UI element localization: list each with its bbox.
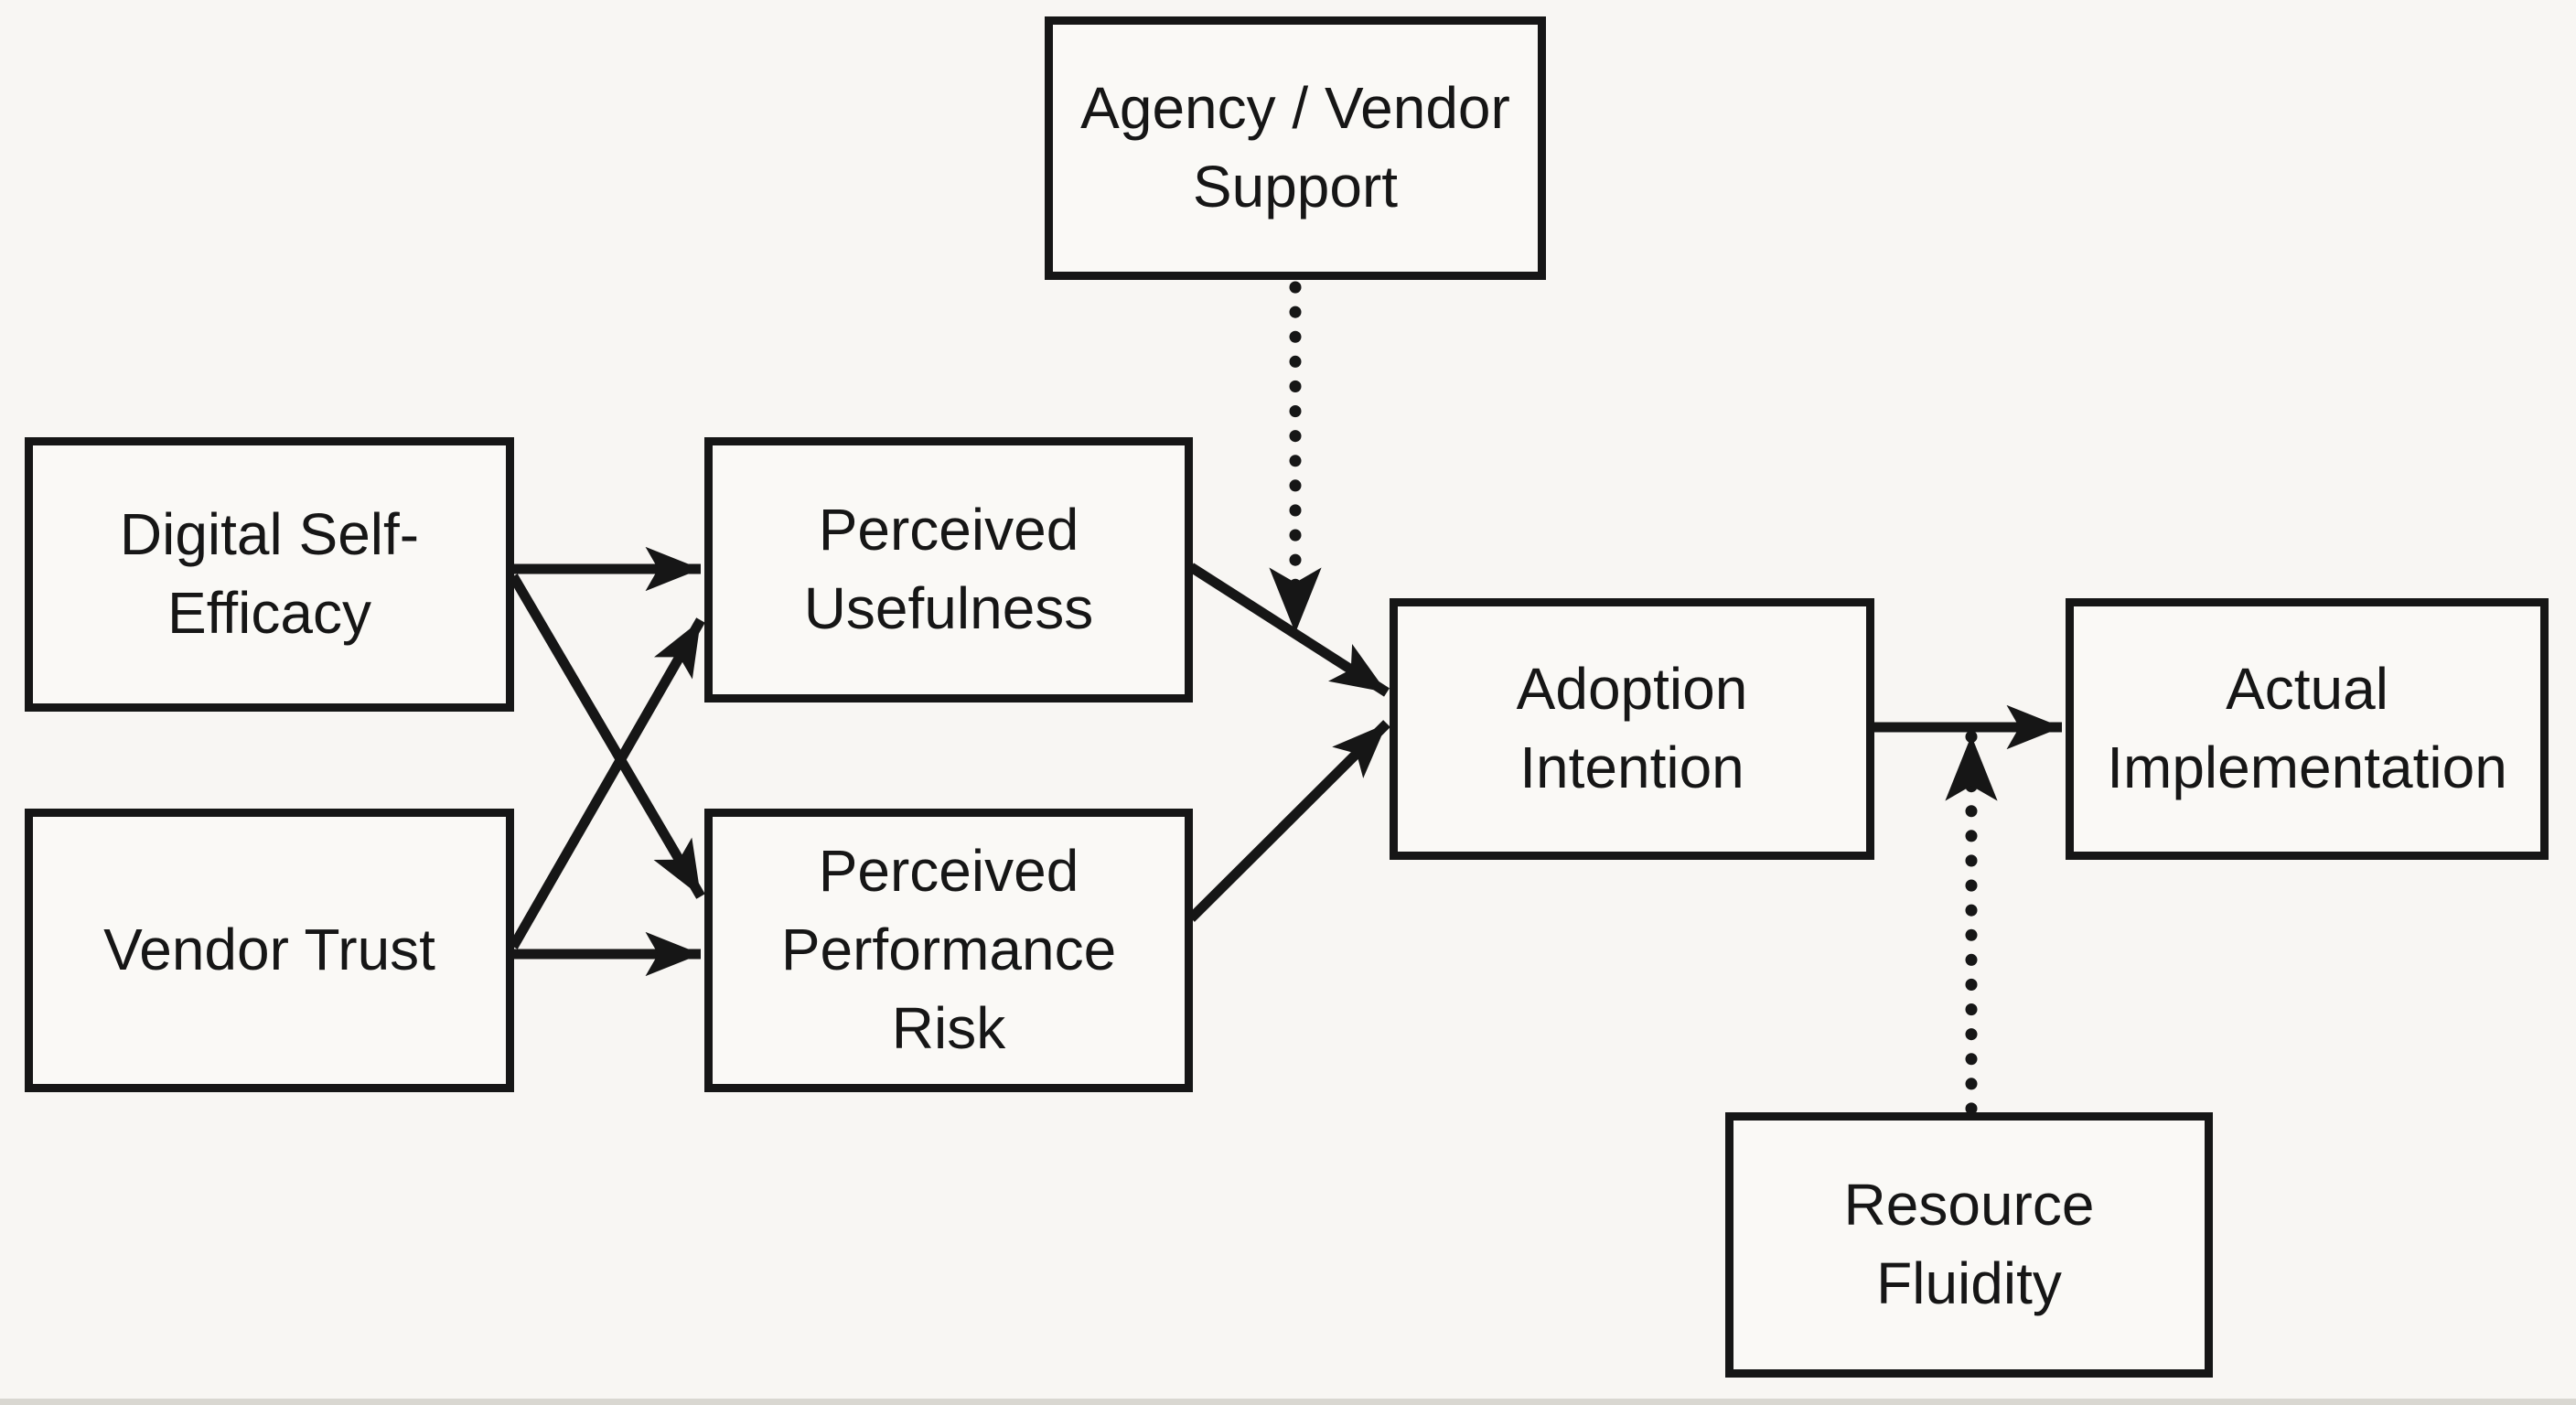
- node-label: Resource Fluidity: [1843, 1172, 2095, 1316]
- bottom-edge-line: [0, 1399, 2576, 1405]
- node-label: Vendor Trust: [103, 917, 435, 983]
- node-perceived-usefulness: Perceived Usefulness: [704, 437, 1193, 702]
- node-label: Perceived Usefulness: [803, 497, 1094, 641]
- node-digital-self-efficacy: Digital Self-Efficacy: [25, 437, 514, 712]
- node-actual-implementation: Actual Implementation: [2066, 598, 2549, 860]
- edge-digital-self-efficacy-to-perceived-performance-risk: [509, 574, 705, 899]
- edge-perceived-usefulness-to-adoption-intention: [1188, 563, 1390, 697]
- node-vendor-trust: Vendor Trust: [25, 809, 514, 1092]
- node-resource-fluidity: Resource Fluidity: [1725, 1112, 2213, 1378]
- node-label: Adoption Intention: [1516, 656, 1748, 800]
- node-label: Actual Implementation: [2107, 656, 2507, 800]
- node-label: Agency / Vendor Support: [1080, 75, 1510, 220]
- edge-vendor-trust-to-perceived-usefulness: [509, 617, 705, 949]
- node-perceived-performance-risk: Perceived Performance Risk: [704, 809, 1193, 1092]
- node-label: Perceived Performance Risk: [780, 838, 1117, 1061]
- edge-perceived-performance-risk-to-adoption-intention: [1187, 720, 1390, 922]
- node-adoption-intention: Adoption Intention: [1390, 598, 1874, 860]
- node-label: Digital Self-Efficacy: [119, 501, 420, 646]
- node-agency-vendor-support: Agency / Vendor Support: [1045, 16, 1546, 280]
